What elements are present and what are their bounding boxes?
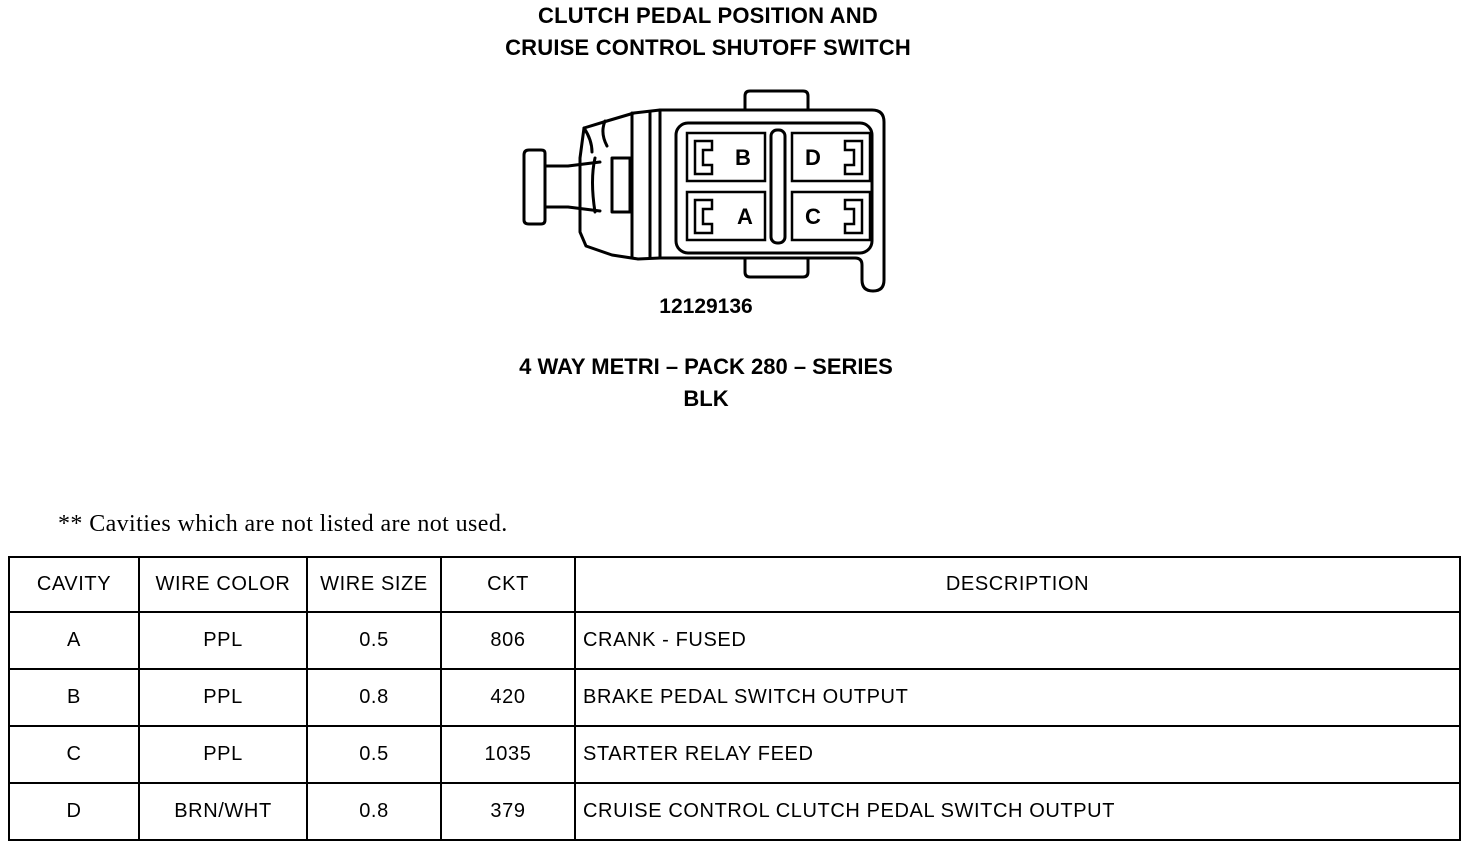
unused-cavities-note: ** Cavities which are not listed are not… (58, 511, 508, 537)
cell-description: STARTER RELAY FEED (574, 725, 1461, 784)
cavity-label-c: C (805, 204, 821, 229)
cell-description: BRAKE PEDAL SWITCH OUTPUT (574, 668, 1461, 727)
cavity-label-a: A (737, 204, 753, 229)
column-header-cavity: CAVITY (8, 556, 140, 613)
connector-housing-outline (658, 108, 886, 293)
cell-ckt: 806 (440, 611, 576, 670)
table-row: D BRN/WHT 0.8 379 CRUISE CONTROL CLUTCH … (8, 782, 1461, 841)
column-header-wire-size: WIRE SIZE (306, 556, 442, 613)
connector-color: BLK (683, 386, 729, 411)
table-row: B PPL 0.8 420 BRAKE PEDAL SWITCH OUTPUT (8, 668, 1461, 727)
cavity-box-d (790, 131, 872, 183)
cavity-box-b (685, 131, 767, 183)
cell-cavity: D (8, 782, 140, 841)
cell-cavity: B (8, 668, 140, 727)
diagram-title-line-2: CRUISE CONTROL SHUTOFF SWITCH (505, 35, 911, 60)
cavity-wiring-table: CAVITY WIRE COLOR WIRE SIZE CKT DESCRIPT… (8, 556, 1461, 841)
cell-cavity: C (8, 725, 140, 784)
cell-wire-size: 0.8 (306, 782, 442, 841)
cavity-box-a (685, 190, 767, 242)
cell-wire-size: 0.5 (306, 611, 442, 670)
column-header-ckt: CKT (440, 556, 576, 613)
cell-cavity: A (8, 611, 140, 670)
connector-pull-handle (522, 148, 602, 226)
connector-part-number: 12129136 (659, 295, 753, 318)
cell-wire-color: BRN/WHT (138, 782, 308, 841)
cell-ckt: 379 (440, 782, 576, 841)
cell-ckt: 1035 (440, 725, 576, 784)
cell-wire-size: 0.8 (306, 668, 442, 727)
connector-top-latch (743, 89, 810, 112)
table-header-row: CAVITY WIRE COLOR WIRE SIZE CKT DESCRIPT… (8, 556, 1461, 613)
connector-face-diagram: B D A C (522, 89, 886, 293)
cavity-label-b: B (735, 145, 751, 170)
cavity-box-c (790, 190, 872, 242)
column-header-wire-color: WIRE COLOR (138, 556, 308, 613)
cell-wire-color: PPL (138, 725, 308, 784)
column-header-description: DESCRIPTION (574, 556, 1461, 613)
connector-series: 4 WAY METRI – PACK 280 – SERIES (519, 354, 893, 379)
cell-wire-color: PPL (138, 611, 308, 670)
table-row: C PPL 0.5 1035 STARTER RELAY FEED (8, 725, 1461, 784)
cell-description: CRUISE CONTROL CLUTCH PEDAL SWITCH OUTPU… (574, 782, 1461, 841)
table-row: A PPL 0.5 806 CRANK - FUSED (8, 611, 1461, 670)
cell-wire-size: 0.5 (306, 725, 442, 784)
cell-description: CRANK - FUSED (574, 611, 1461, 670)
connector-side-lever (578, 108, 662, 261)
cell-wire-color: PPL (138, 668, 308, 727)
connector-inner-frame (674, 121, 874, 255)
cell-ckt: 420 (440, 668, 576, 727)
diagram-title-line-1: CLUTCH PEDAL POSITION AND (538, 3, 878, 28)
connector-bottom-latch (743, 256, 810, 279)
connector-center-rib (769, 128, 787, 245)
cavity-label-d: D (805, 145, 821, 170)
